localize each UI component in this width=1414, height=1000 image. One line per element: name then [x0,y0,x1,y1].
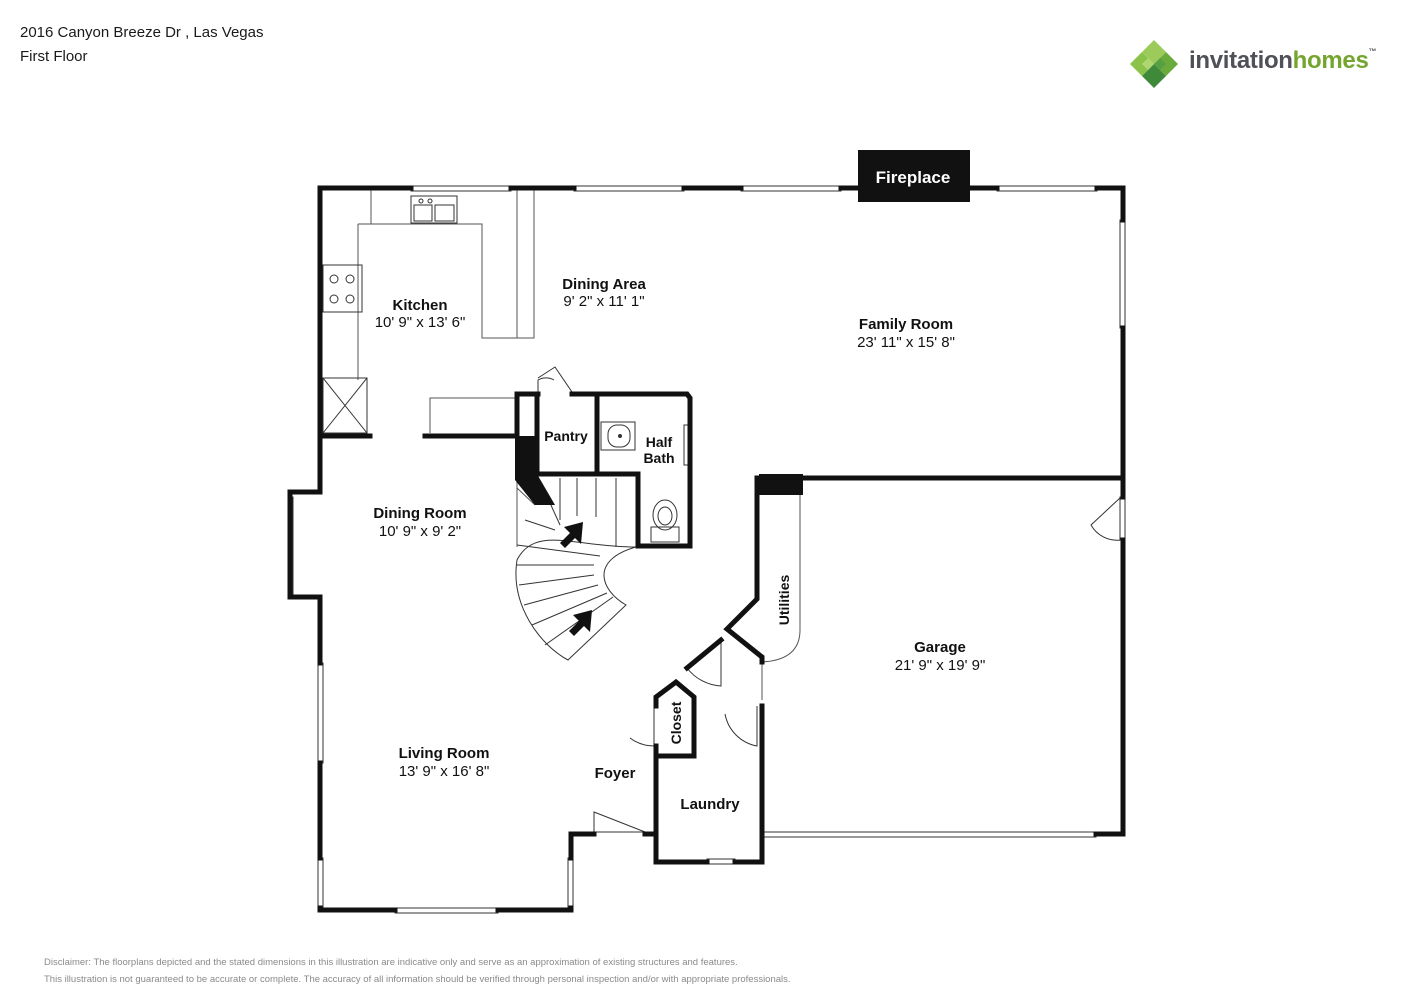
disclaimer-line-1: Disclaimer: The floorplans depicted and … [44,957,738,968]
wall-fills [515,150,970,505]
family-room-label: Family Room [859,316,953,333]
garage-dims: 21' 9" x 19' 9" [895,657,986,674]
room-labels: Fireplace Kitchen 10' 9" x 13' 6" Dining… [373,168,985,813]
up-arrow-icon [560,522,592,636]
dining-room-dims: 10' 9" x 9' 2" [379,523,461,540]
floor-label: First Floor [20,48,88,65]
living-room-label: Living Room [399,745,490,762]
kitchen-dims: 10' 9" x 13' 6" [375,314,466,331]
half-bath-label-line2: Bath [643,450,674,466]
disclaimer-line-2: This illustration is not guaranteed to b… [44,974,791,985]
dining-area-dims: 9' 2" x 11' 1" [563,293,644,310]
stove-icon [322,264,363,313]
toilet-icon [650,499,680,543]
walls [287,185,1126,913]
kitchen-sink-icon [410,195,458,224]
property-address: 2016 Canyon Breeze Dr , Las Vegas [20,24,264,41]
dining-room-label: Dining Room [373,505,466,522]
family-room-dims: 23' 11" x 15' 8" [857,334,955,351]
kitchen-label: Kitchen [392,297,447,314]
half-bath-label-line1: Half [646,434,673,450]
fireplace-label: Fireplace [876,168,951,187]
refrigerator-icon [322,377,368,434]
disclaimer: Disclaimer: The floorplans depicted and … [44,954,791,988]
garage-label: Garage [914,639,966,656]
pantry-label: Pantry [544,428,588,444]
bathroom-sink-icon [600,421,636,451]
trademark-mark: ™ [1368,47,1377,56]
foyer-label: Foyer [595,765,636,782]
laundry-label: Laundry [680,796,740,813]
interior-details [357,188,801,700]
brand-word-homes: homes [1292,47,1369,74]
door-swings [537,366,1122,833]
brand-logo: invitationhomes™ [1128,38,1388,90]
brand-wordmark: invitationhomes™ [1189,47,1377,75]
diamond-cluster-icon [1130,40,1178,88]
closet-label: Closet [668,701,684,744]
living-room-dims: 13' 9" x 16' 8" [399,763,490,780]
header: 2016 Canyon Breeze Dr , Las Vegas First … [20,21,264,69]
dining-area-label: Dining Area [562,276,646,293]
utilities-label: Utilities [776,575,792,626]
brand-word-invitation: invitation [1189,47,1293,74]
